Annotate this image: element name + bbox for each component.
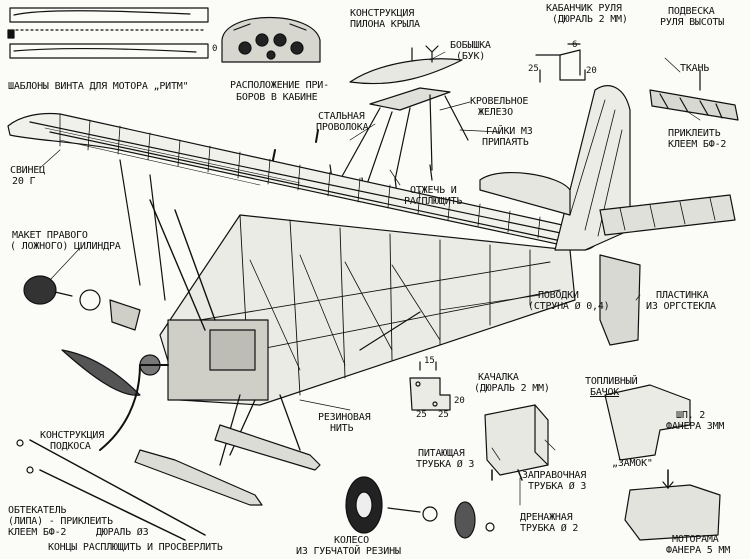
- dim-template-0: 0: [212, 44, 218, 54]
- label-plywood-2-line1: ШП. 2: [676, 410, 706, 421]
- motor-mount-plywood: [604, 384, 721, 541]
- label-feed-tube-line1: ПИТАЮЩАЯ: [418, 448, 465, 459]
- label-plexiglass-line2: ИЗ ОРГСТЕКЛА: [646, 301, 716, 312]
- label-fuel-tank-line1: ТОПЛИВНЫЙ: [585, 376, 638, 387]
- label-wheel-line2: ИЗ ГУБЧАТОЙ РЕЗИНЫ: [296, 546, 401, 557]
- label-cockpit-instruments-line1: РАСПОЛОЖЕНИЕ ПРИ-: [230, 80, 329, 91]
- label-drain-tube-line2: ТРУБКА Ø 2: [520, 523, 579, 534]
- instrument-panel: [221, 17, 321, 63]
- main-wing: [7, 112, 598, 251]
- label-wheel-line1: КОЛЕСО: [334, 535, 369, 546]
- propeller: [61, 349, 141, 451]
- label-boss-line1: БОБЫШКА: [450, 40, 491, 51]
- label-plexiglass-line1: ПЛАСТИНКА: [656, 290, 709, 301]
- label-fuel-tank-line2: БАЧОК: [590, 387, 620, 398]
- label-cylinder-line1: МАКЕТ ПРАВОГО: [12, 230, 88, 241]
- label-cockpit-instruments-line2: БОРОВ В КАБИНЕ: [236, 92, 318, 103]
- rocker-detail: [409, 361, 451, 411]
- dim-rocker-20: 20: [454, 396, 465, 406]
- dim-horn-6: 6: [572, 40, 578, 50]
- label-cylinder-line2: ( ЛОЖНОГО) ЦИЛИНДРА: [10, 241, 121, 252]
- label-filler-tube-line2: ТРУБКА Ø 3: [528, 481, 587, 492]
- label-wing-pylon-line2: ПИЛОНА КРЫЛА: [350, 19, 420, 30]
- label-leads-line1: ПОВОДКИ: [538, 290, 579, 301]
- label-fairing-line1: ОБТЕКАТЕЛЬ: [8, 505, 67, 516]
- propeller-template-strips: [7, 7, 209, 59]
- label-steel-wire-line2: ПРОВОЛОКА: [316, 122, 369, 133]
- label-glue-bf2-line2: КЛЕЕМ БФ-2: [668, 139, 727, 150]
- label-filler-tube-line1: ЗАПРАВОЧНАЯ: [522, 470, 587, 481]
- label-rubber-thread-line1: РЕЗИНОВАЯ: [318, 412, 371, 423]
- label-strut-line1: КОНСТРУКЦИЯ: [40, 430, 105, 441]
- label-strut-line2: ПОДКОСА: [50, 441, 91, 452]
- label-roofing-iron-line2: ЖЕЛЕЗО: [478, 107, 513, 118]
- label-rocker-line1: КАЧАЛКА: [478, 372, 519, 383]
- label-rudder-horn-line2: (ДЮРАЛЬ 2 мм): [552, 14, 628, 25]
- label-motor-mount-line1: МОТОРАМА: [672, 534, 719, 545]
- label-elevator-hinge-line1: ПОДВЕСКА: [668, 6, 715, 17]
- tail-section: [479, 85, 736, 346]
- label-propeller-templates: ШАБЛОНЫ ВИНТА ДЛЯ МОТОРА „РИТМ": [8, 81, 189, 92]
- label-motor-mount-line2: ФАНЕРА 5 мм: [666, 545, 731, 556]
- engine-parts: [23, 275, 141, 331]
- wing-struts: [16, 159, 421, 541]
- label-roofing-iron-line1: КРОВЕЛЬНОЕ: [470, 96, 529, 107]
- label-duralumin-3: ДЮРАЛЬ Ø3: [96, 527, 149, 538]
- wheel: [345, 476, 495, 539]
- fuel-tank: [484, 404, 549, 481]
- fuselage: [139, 214, 576, 406]
- label-anneal-line1: ОТЖЕЧЬ И: [410, 185, 457, 196]
- label-ends-flatten: КОНЦЫ РАСПЛЮЩИТЬ И ПРОСВЕРЛИТЬ: [48, 542, 223, 553]
- label-feed-tube-line2: ТРУБКА Ø 3: [416, 459, 475, 470]
- label-wing-pylon-line1: КОНСТРУКЦИЯ: [350, 8, 415, 19]
- label-lead-line1: СВИНЕЦ: [10, 165, 45, 176]
- elevator-hinge-detail: [649, 69, 739, 121]
- dim-rocker-15: 15: [424, 356, 435, 366]
- rudder-horn-detail: [535, 43, 586, 83]
- dim-horn-25: 25: [528, 64, 539, 74]
- label-rubber-thread-line2: НИТЬ: [330, 423, 354, 434]
- label-lead-line2: 20 г: [12, 176, 36, 187]
- label-nuts-m3-line2: ПРИПАЯТЬ: [482, 137, 529, 148]
- label-leads-line2: (СТРУНА Ø 0,4): [528, 301, 610, 312]
- leader-lines: [39, 51, 701, 506]
- label-plywood-2-line2: ФАНЕРА 3мм: [666, 421, 725, 432]
- label-boss-line2: (БУК): [456, 51, 486, 62]
- label-anneal-line2: РАСПЛЮЩИТЬ: [404, 196, 463, 207]
- dim-rocker-25b: 25: [438, 410, 449, 420]
- label-rocker-line2: (ДЮРАЛЬ 2 мм): [474, 383, 550, 394]
- label-drain-tube-line1: ДРЕНАЖНАЯ: [520, 512, 573, 523]
- label-fairing-line3: КЛЕЕМ БФ-2: [8, 527, 67, 538]
- dim-horn-20: 20: [586, 66, 597, 76]
- label-glue-bf2-line1: ПРИКЛЕИТЬ: [668, 128, 721, 139]
- label-elevator-hinge-line2: РУЛЯ ВЫСОТЫ: [660, 17, 725, 28]
- label-steel-wire-line1: СТАЛЬНАЯ: [318, 111, 365, 122]
- label-rudder-horn-line1: КАБАНЧИК РУЛЯ: [546, 3, 622, 14]
- landing-gear: [134, 394, 321, 506]
- label-nuts-m3-line1: ГАЙКИ М3: [486, 126, 533, 137]
- dim-rocker-25a: 25: [416, 410, 427, 420]
- label-lock: „ЗАМОК": [612, 458, 653, 469]
- label-fairing-line2: (ЛИПА) - ПРИКЛЕИТЬ: [8, 516, 113, 527]
- label-fabric: ТКАНЬ: [680, 63, 710, 74]
